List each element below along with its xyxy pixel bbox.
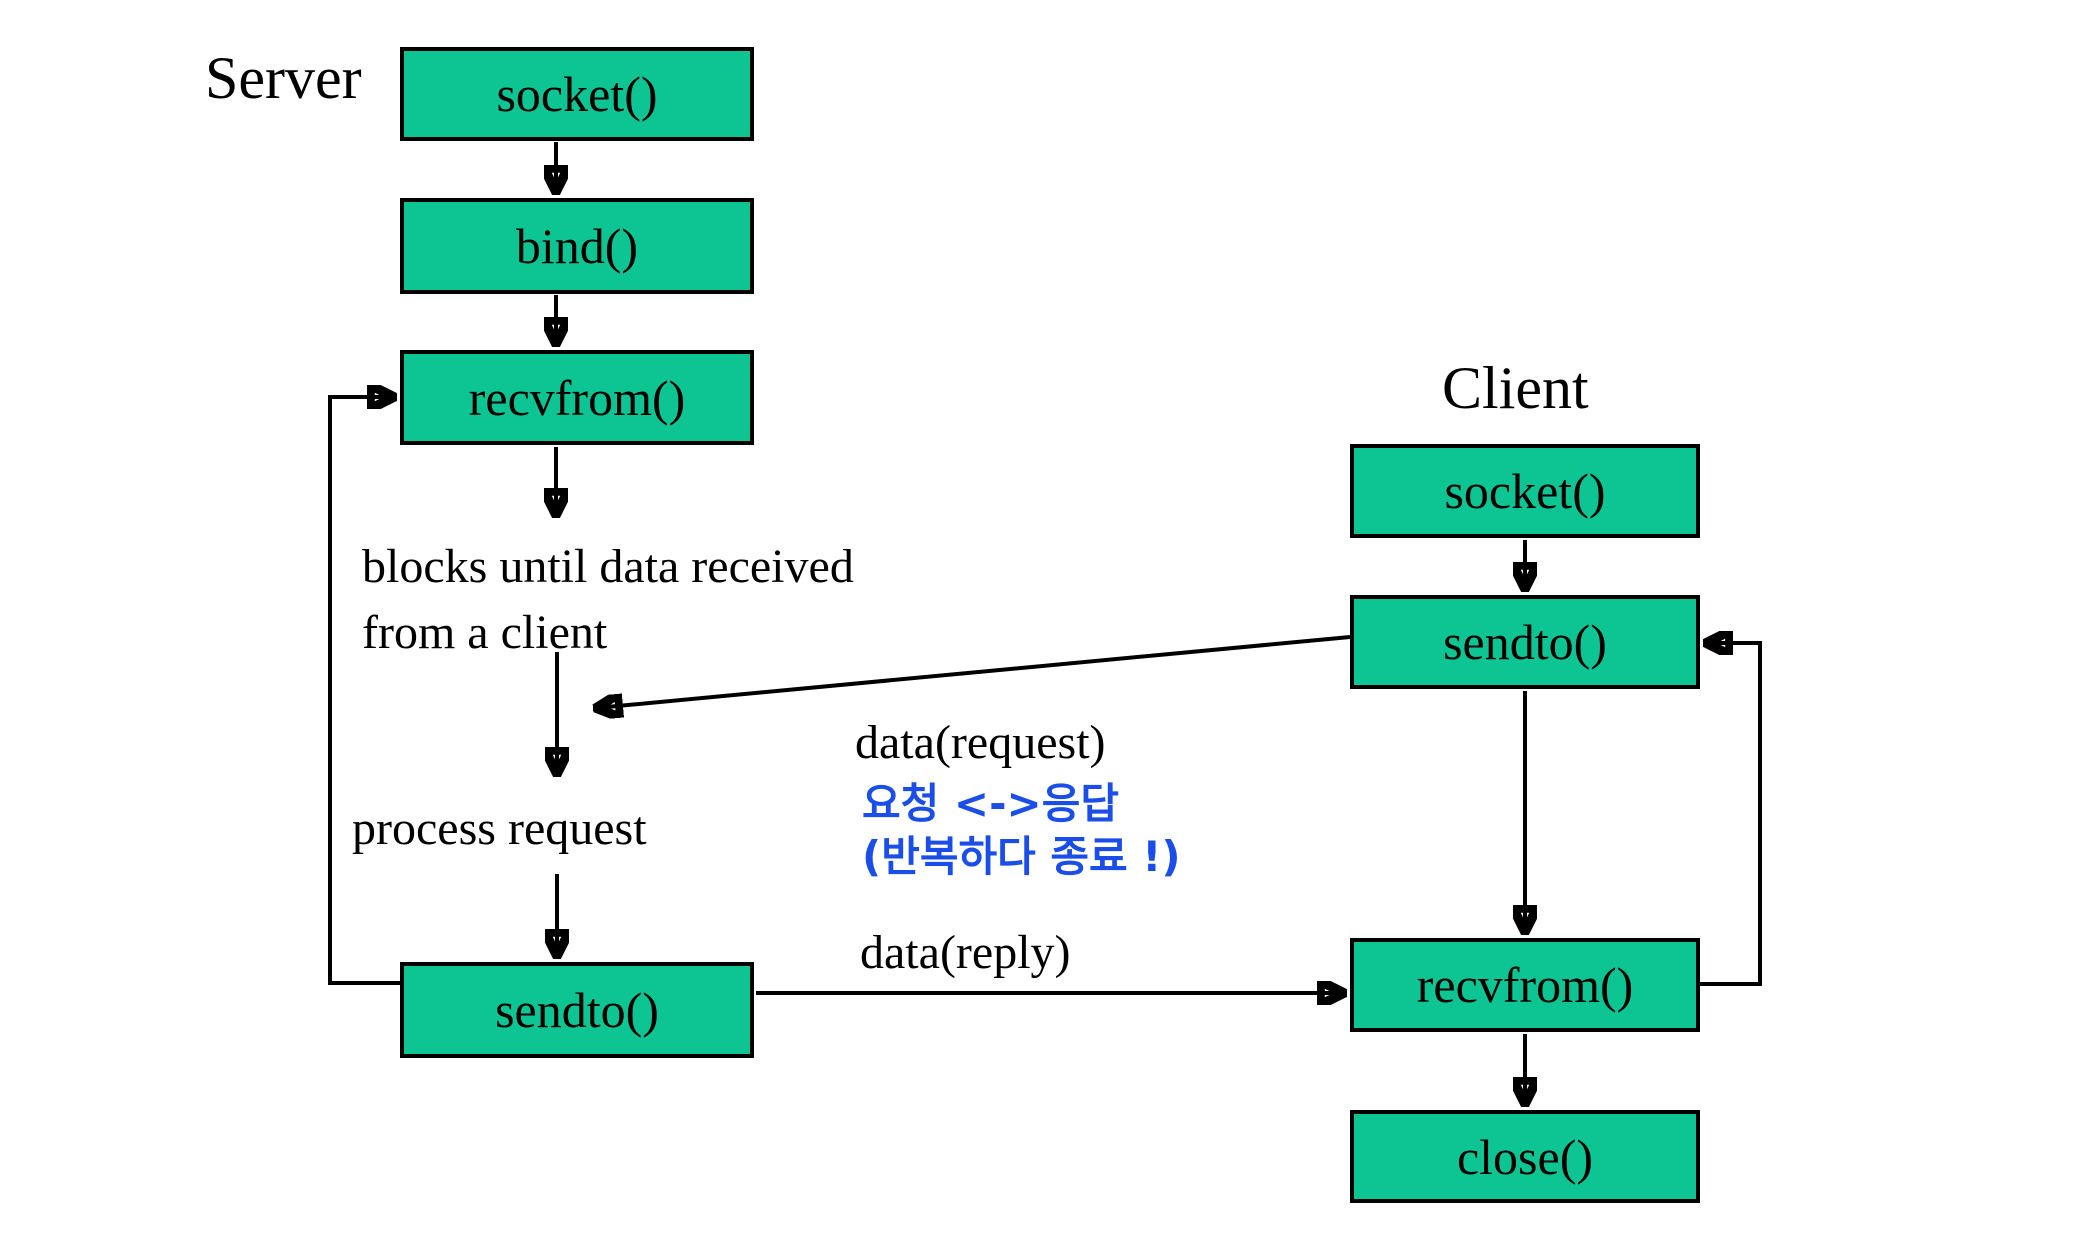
server-sendto-box: sendto(): [400, 962, 754, 1058]
loop-client-recvfrom-to-sendto: [1700, 643, 1762, 986]
server-bind-label: bind(): [515, 218, 639, 274]
client-close-box: close(): [1350, 1110, 1700, 1203]
blocks-until-line2: from a client: [362, 606, 608, 660]
client-sendto-box: sendto(): [1350, 595, 1700, 689]
client-close-label: close(): [1456, 1128, 1594, 1185]
data-request-label: data(request): [855, 716, 1106, 769]
client-recvfrom-label: recvfrom(): [1416, 957, 1634, 1013]
client-sendto-label: sendto(): [1443, 614, 1607, 670]
server-socket-box: socket(): [400, 47, 754, 141]
server-column-title: Server: [205, 45, 362, 111]
process-request-note: process request: [352, 802, 647, 855]
server-sendto-label: sendto(): [495, 982, 659, 1038]
blocks-until-note: blocks until data received from a client: [362, 534, 854, 666]
data-reply-label: data(reply): [860, 926, 1071, 979]
arrow-data-request: [596, 635, 1351, 708]
server-bind-box: bind(): [400, 198, 754, 294]
client-recvfrom-box: recvfrom(): [1350, 938, 1700, 1032]
server-recvfrom-box: recvfrom(): [400, 350, 754, 445]
blocks-until-line1: blocks until data received: [362, 540, 854, 593]
korean-request-reply-note: 요청 <->응답 (반복하다 종료 !): [862, 778, 1181, 884]
client-socket-label: socket(): [1444, 463, 1606, 519]
loop-server-sendto-to-recvfrom: [328, 397, 400, 985]
korean-note-line2: (반복하다 종료 !): [862, 831, 1181, 881]
client-socket-box: socket(): [1350, 444, 1700, 538]
korean-note-line1: 요청 <->응답: [862, 779, 1119, 828]
server-socket-label: socket(): [496, 66, 658, 122]
client-column-title: Client: [1442, 355, 1589, 421]
server-recvfrom-label: recvfrom(): [468, 369, 686, 426]
